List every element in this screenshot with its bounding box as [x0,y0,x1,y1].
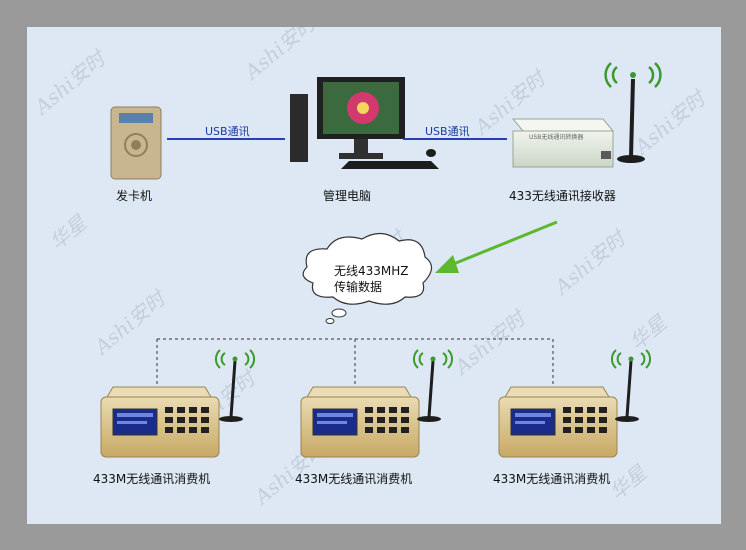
card-issuer-device [110,106,162,180]
usb-link-left [167,138,285,140]
network-lines [156,338,554,389]
data-cloud [302,232,433,324]
terminal-label: 433M无线通讯消费机 [295,472,413,486]
usb-link-right [403,138,507,140]
terminal-antenna [610,349,652,422]
terminal-device [300,386,420,458]
receiver-label: 433无线通讯接收器 [509,189,616,203]
cloud-text-line1: 无线433MHZ [334,264,409,278]
computer-device [290,77,439,169]
diagram-canvas: Ashi安时 Ashi安时 Ashi安时 Ashi安时 华星 Ashi安时 As… [27,27,721,524]
receiver-box-text: USB无线通讯转换器 [529,133,583,141]
wireless-arrow [435,220,558,273]
terminal-device [498,386,618,458]
receiver-device: USB无线通讯转换器 [511,118,615,168]
diagram-graphics: USB无线通讯转换器 [100,62,662,458]
terminal-label: 433M无线通讯消费机 [493,472,611,486]
usb-label-left: USB通讯 [205,125,250,138]
computer-label: 管理电脑 [323,189,372,203]
terminal-label: 433M无线通讯消费机 [93,472,211,486]
cloud-text-line2: 传输数据 [334,280,383,294]
usb-label-right: USB通讯 [425,125,470,138]
terminal-antenna [214,349,256,422]
terminal-device [100,386,220,458]
receiver-antenna [604,62,662,163]
card-issuer-label: 发卡机 [116,189,153,203]
terminal-antenna [412,349,454,422]
